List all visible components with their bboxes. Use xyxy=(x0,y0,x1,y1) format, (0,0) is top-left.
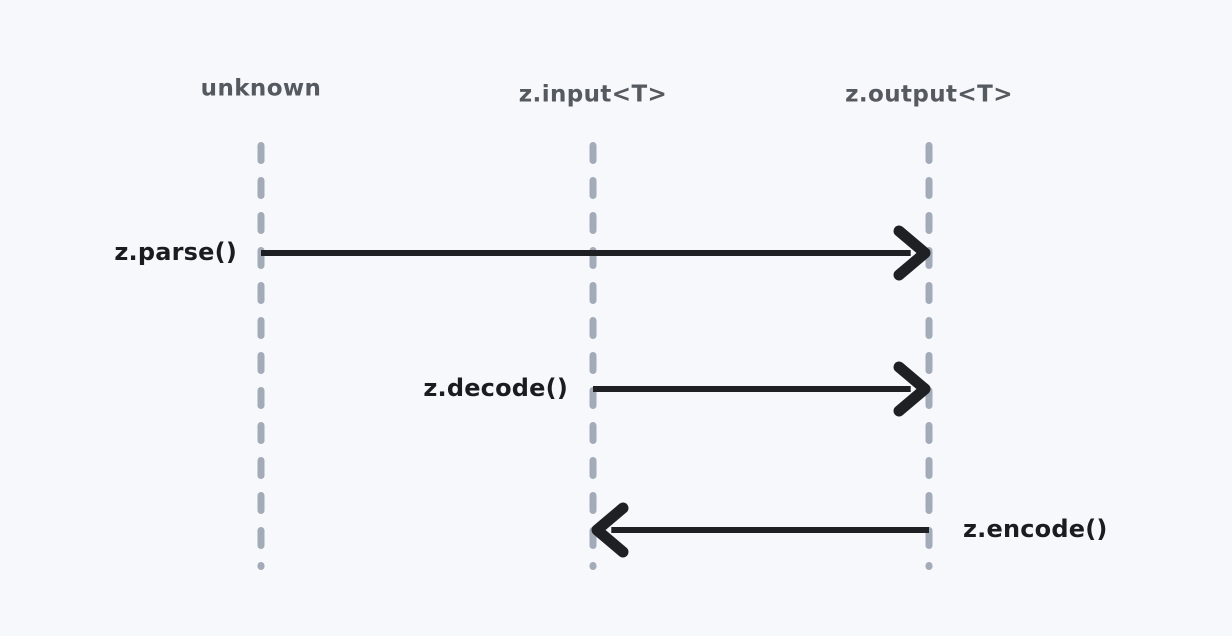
message-label-decode: z.decode() xyxy=(423,374,568,402)
message-label-parse: z.parse() xyxy=(114,238,237,266)
participants-group: unknown z.input<T> z.output<T> xyxy=(201,76,1013,108)
message-decode: z.decode() xyxy=(423,361,931,417)
message-encode: z.encode() xyxy=(591,502,1108,558)
arrow-head-decode xyxy=(893,361,931,417)
message-parse: z.parse() xyxy=(114,225,931,281)
arrow-head-encode xyxy=(591,502,629,558)
arrow-head-parse xyxy=(893,225,931,281)
participant-label-unknown: unknown xyxy=(201,76,322,102)
lifelines-group xyxy=(257,142,933,570)
participant-label-z-output: z.output<T> xyxy=(845,82,1013,108)
participant-label-z-input: z.input<T> xyxy=(519,82,667,108)
messages-group: z.parse() z.decode() z.encode() xyxy=(114,225,1108,558)
message-label-encode: z.encode() xyxy=(963,515,1108,543)
